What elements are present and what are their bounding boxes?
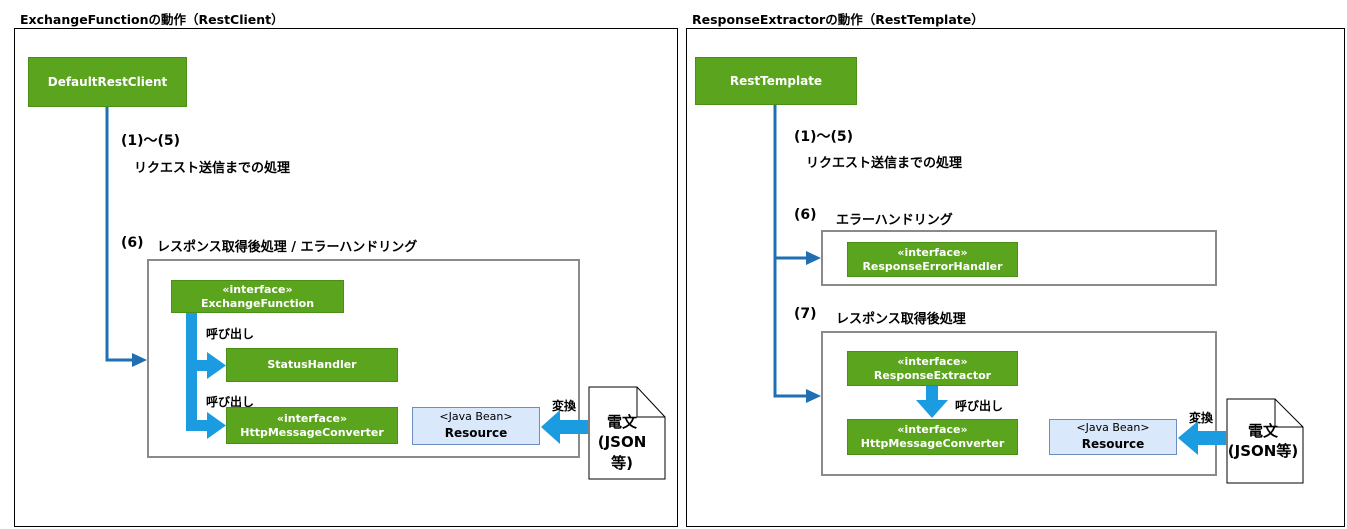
error-handler-stereotype: «interface» [897,245,968,259]
exchange-function-name: ExchangeFunction [200,296,315,310]
left-resource-bean-box: <Java Bean> Resource [412,407,540,445]
right-http-message-converter-box: «interface» HttpMessageConverter [847,419,1018,455]
left-converter-name: HttpMessageConverter [240,425,384,439]
left-bean-name: Resource [444,426,508,441]
left-call-arrows [186,313,226,439]
left-convert-label: 変換 [552,399,577,413]
right-convert-label: 変換 [1189,411,1214,425]
left-title: ExchangeFunctionの動作（RestClient） [20,12,284,27]
right-step-7: (7) [794,306,817,322]
left-call-label-1: 呼び出し [206,327,255,341]
right-step-6: (6) [794,207,817,223]
right-message-doc-text: 電文 (JSON等) [1226,421,1300,462]
left-client-connector [105,107,147,367]
right-call-arrow [916,386,948,418]
left-message-document-icon [588,386,666,480]
exchange-function-box: «interface» ExchangeFunction [171,280,344,313]
default-rest-client-label: DefaultRestClient [47,74,168,89]
right-resource-bean-box: <Java Bean> Resource [1049,419,1177,455]
left-converter-stereotype: «interface» [276,411,348,425]
right-message-document-icon [1226,398,1304,484]
right-bean-stereotype: <Java Bean> [1076,421,1150,435]
right-convert-arrow [1178,421,1226,455]
default-rest-client-box: DefaultRestClient [28,57,187,107]
left-doc-line2: (JSON等) [597,433,647,472]
response-extractor-box: «interface» ResponseExtractor [847,351,1018,386]
left-step-1-5: (1)～(5) [121,133,181,149]
left-step-1-5-desc: リクエスト送信までの処理 [134,161,291,176]
rest-template-label: RestTemplate [729,73,823,88]
left-bean-stereotype: <Java Bean> [439,410,513,424]
right-client-connector [773,105,821,403]
rest-template-box: RestTemplate [695,57,857,105]
right-step-1-5-desc: リクエスト送信までの処理 [806,156,963,171]
response-error-handler-box: «interface» ResponseErrorHandler [847,242,1018,277]
exchange-function-stereotype: «interface» [222,282,293,296]
right-call-label: 呼び出し [955,399,1004,413]
right-doc-line1: 電文 [1247,422,1278,440]
right-step-6-desc: エラーハンドリング [836,213,953,228]
status-handler-box: StatusHandler [226,348,398,382]
left-step-6: (6) [121,235,144,251]
right-converter-stereotype: «interface» [897,423,968,437]
left-step-6-desc: レスポンス取得後処理 / エラーハンドリング [157,240,418,255]
right-step-1-5: (1)～(5) [794,129,854,145]
extractor-name: ResponseExtractor [873,368,992,382]
right-step-7-desc: レスポンス取得後処理 [836,312,966,327]
right-converter-name: HttpMessageConverter [860,437,1005,450]
extractor-stereotype: «interface» [897,354,968,368]
right-title: ResponseExtractorの動作（RestTemplate） [692,12,984,27]
left-doc-line1: 電文 [606,413,637,431]
right-bean-name: Resource [1081,437,1145,452]
left-convert-arrow [541,410,588,444]
right-doc-line2: (JSON等) [1227,442,1299,461]
status-handler-label: StatusHandler [267,358,357,372]
left-message-doc-text: 電文 (JSON等) [588,412,656,473]
error-handler-name: ResponseErrorHandler [862,259,1003,273]
left-http-message-converter-box: «interface» HttpMessageConverter [226,407,398,444]
left-call-label-2: 呼び出し [206,395,255,409]
